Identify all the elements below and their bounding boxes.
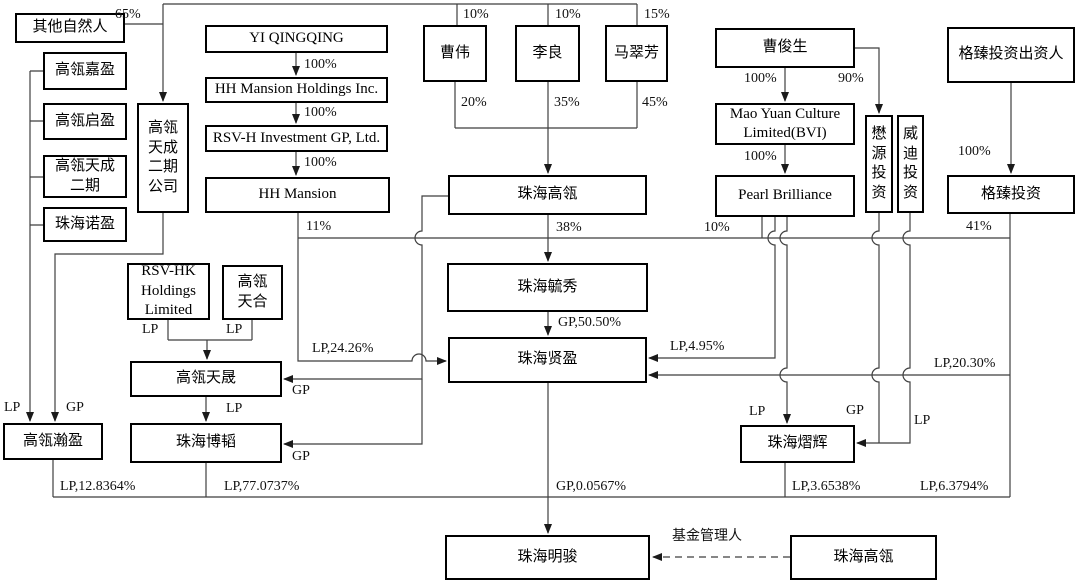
- label-lp-tianhe: LP: [226, 322, 243, 337]
- node-zhuhai-yuxiu: 珠海毓秀: [447, 263, 648, 312]
- node-gaoling-tiancheng-ii: 高瓴天成 二期: [43, 155, 127, 198]
- label-lp-rsvhk: LP: [142, 322, 159, 337]
- node-zhuhai-xianying: 珠海贤盈: [448, 337, 647, 383]
- node-gaoling-tiansheng: 高瓴天晟: [130, 361, 282, 397]
- label-lp-6-3794: LP,6.3794%: [920, 479, 989, 494]
- label-lp-3-6538: LP,3.6538%: [792, 479, 861, 494]
- node-cao-junsheng: 曹俊生: [715, 28, 855, 68]
- label-pct-11-hhmansion: 11%: [306, 219, 332, 234]
- node-zhuhai-gaoling-top: 珠海高瓴: [448, 175, 647, 215]
- label-pct-38-zhuhaigaoling: 38%: [556, 220, 582, 235]
- node-rsv-h-investment-gp: RSV-H Investment GP, Ltd.: [205, 125, 388, 152]
- arrow-90-into-maoyuan-touzi: [855, 47, 883, 114]
- node-zhuhai-yihui: 珠海熠辉: [740, 425, 855, 463]
- node-li-liang: 李良: [515, 25, 580, 82]
- edge-merge-203545: [454, 82, 638, 129]
- node-gaoling-jiaying: 高瓴嘉盈: [43, 52, 127, 90]
- node-zhuhai-gaoling-bottom: 珠海高瓴: [790, 535, 937, 580]
- label-gp-50-50: GP,50.50%: [558, 315, 622, 330]
- arrow-gp-into-hanying: [51, 213, 164, 422]
- label-pct-100-yiqingqing: 100%: [304, 57, 337, 72]
- node-ma-cuifang: 马翠芳: [605, 25, 668, 82]
- arrow-hhmansion-lp-xianying: [297, 213, 447, 365]
- label-lp-12-8364: LP,12.8364%: [60, 479, 136, 494]
- node-gezhen-touzi: 格臻投资: [947, 175, 1075, 214]
- node-pearl-brilliance: Pearl Brilliance: [715, 175, 855, 217]
- label-pct-100-hhmansionholdings: 100%: [304, 105, 337, 120]
- label-lp-yihui-right: LP: [914, 413, 931, 428]
- label-lp-24-26: LP,24.26%: [312, 341, 374, 356]
- label-pct-41-gezhen: 41%: [966, 219, 992, 234]
- node-gaoling-hanying: 高瓴瀚盈: [3, 423, 103, 460]
- label-gp-0-0567: GP,0.0567%: [556, 479, 627, 494]
- node-gaoling-tiancheng-ii-company: 高瓴 天成 二期 公司: [137, 103, 189, 213]
- node-gezhen-touzi-investors: 格臻投资出资人: [947, 27, 1075, 83]
- label-pct-10-caowei: 10%: [463, 7, 489, 22]
- edge-maoyuan-touzi-vertical: [871, 213, 880, 443]
- node-weidi-touzi: 威 迪 投 资: [897, 115, 924, 213]
- node-gaoling-qiying: 高瓴启盈: [43, 103, 127, 140]
- edge-rsvhk-tianhe-merge: [167, 320, 253, 341]
- node-cao-wei: 曹伟: [423, 25, 487, 82]
- node-yi-qingqing: YI QINGQING: [205, 25, 388, 53]
- edge-topline-drops: [456, 4, 638, 25]
- label-pct-35-liliang: 35%: [554, 95, 580, 110]
- label-lp-hanying: LP: [4, 400, 21, 415]
- node-zhuhai-botao: 珠海博韬: [130, 423, 282, 463]
- label-pct-10-liliang: 10%: [555, 7, 581, 22]
- label-fund-manager: 基金管理人: [672, 529, 742, 544]
- label-pct-15-macuifang: 15%: [644, 7, 670, 22]
- label-gp-hanying: GP: [66, 400, 84, 415]
- node-other-natural-persons: 其他自然人: [15, 13, 125, 43]
- arrow-pearl-lp-yihui: [779, 217, 791, 424]
- label-pct-65: 65%: [115, 7, 141, 22]
- arrow-pearl-lp-xianying: [648, 217, 776, 362]
- arrow-zhgl-gp-tiansheng: [283, 195, 448, 383]
- node-zhuhai-mingjun: 珠海明骏: [445, 535, 650, 580]
- node-hh-mansion-holdings-inc: HH Mansion Holdings Inc.: [205, 77, 388, 103]
- node-rsv-hk-holdings: RSV-HK Holdings Limited: [127, 263, 210, 320]
- label-pct-90-caojunsheng: 90%: [838, 71, 864, 86]
- node-gaoling-tianhe: 高瓴 天合: [222, 265, 283, 320]
- node-maoyuan-touzi: 懋 源 投 资: [865, 115, 893, 213]
- arrow-zhgl-gp-botao: [283, 379, 423, 448]
- label-pct-100-rsvh: 100%: [304, 155, 337, 170]
- label-lp-tiansheng-botao: LP: [226, 401, 243, 416]
- label-pct-10-pearl: 10%: [704, 220, 730, 235]
- label-lp-4-95: LP,4.95%: [670, 339, 725, 354]
- node-hh-mansion: HH Mansion: [205, 177, 390, 213]
- label-lp-yihui-top: LP: [749, 404, 766, 419]
- label-pct-45-macuifang: 45%: [642, 95, 668, 110]
- label-pct-100-maoyuan: 100%: [744, 149, 777, 164]
- edge-bottom-collector: [52, 460, 1010, 498]
- label-pct-20-caowei: 20%: [461, 95, 487, 110]
- node-mao-yuan-culture: Mao Yuan Culture Limited(BVI): [715, 103, 855, 145]
- label-pct-100-gezhen: 100%: [958, 144, 991, 159]
- label-gp-tiansheng: GP: [292, 383, 310, 398]
- label-gp-yihui: GP: [846, 403, 864, 418]
- label-lp-20-30: LP,20.30%: [934, 356, 996, 371]
- label-lp-77-0737: LP,77.0737%: [224, 479, 300, 494]
- node-zhuhai-nuoying: 珠海诺盈: [43, 207, 127, 242]
- label-pct-100-caojunsheng: 100%: [744, 71, 777, 86]
- edge-left-bracket-stubs: [30, 70, 43, 226]
- label-gp-botao: GP: [292, 449, 310, 464]
- arrow-weidi-into-yihui: [856, 213, 911, 447]
